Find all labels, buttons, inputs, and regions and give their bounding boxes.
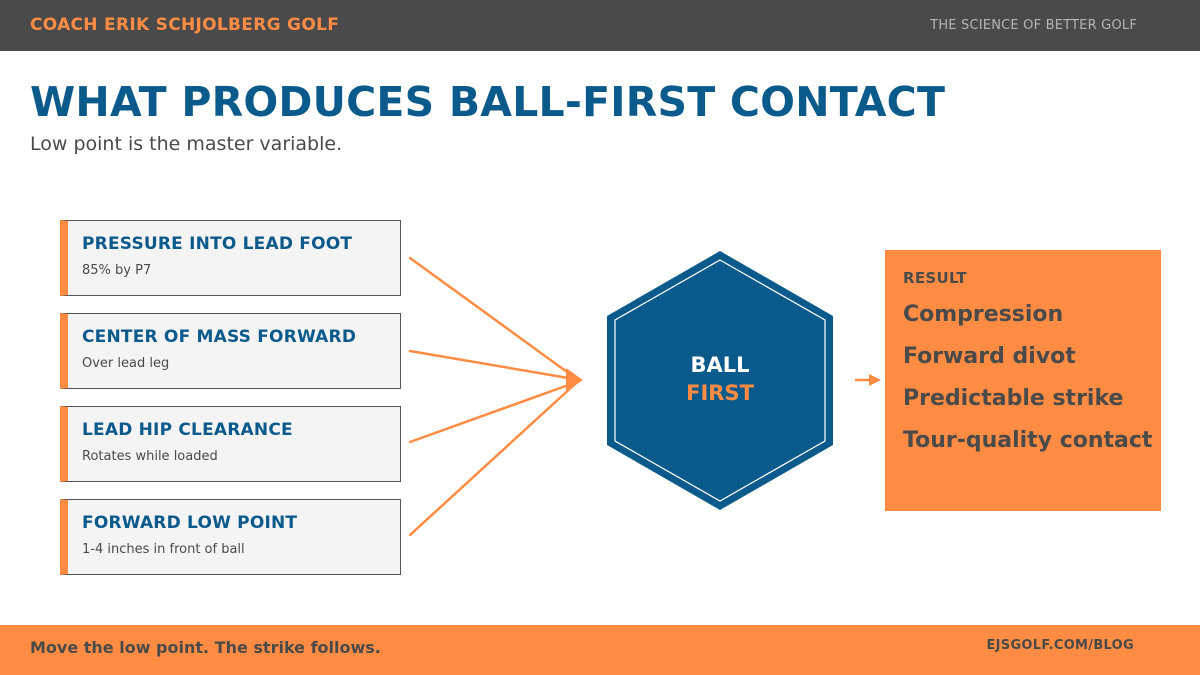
factor-detail: 1-4 inches in front of ball — [82, 542, 245, 557]
factor-card-hip-clearance: LEAD HIP CLEARANCE Rotates while loaded — [60, 406, 401, 482]
footer-message: Move the low point. The strike follows. — [30, 638, 381, 657]
factor-title: FORWARD LOW POINT — [82, 513, 298, 533]
factor-card-low-point: FORWARD LOW POINT 1-4 inches in front of… — [60, 499, 401, 575]
connector-arrow-4 — [408, 383, 576, 537]
result-list: Compression Forward divot Predictable st… — [903, 300, 1152, 468]
factor-card-pressure: PRESSURE INTO LEAD FOOT 85% by P7 — [60, 220, 401, 296]
factor-title: LEAD HIP CLEARANCE — [82, 420, 293, 440]
factor-detail: Rotates while loaded — [82, 449, 218, 464]
result-heading: RESULT — [903, 269, 967, 287]
connector-arrow-2 — [408, 349, 576, 381]
factor-title: CENTER OF MASS FORWARD — [82, 327, 357, 347]
page-title: WHAT PRODUCES BALL-FIRST CONTACT — [30, 78, 946, 126]
result-item: Compression — [903, 302, 1064, 327]
footer-blog-link[interactable]: EJSGOLF.COM/BLOG — [986, 638, 1134, 653]
brand-name: COACH ERIK SCHJOLBERG GOLF — [30, 15, 340, 35]
result-item: Tour-quality contact — [903, 428, 1153, 453]
hub-label-ball: BALL — [690, 353, 750, 377]
factor-detail: 85% by P7 — [82, 263, 152, 278]
arrow-head-hub — [566, 368, 583, 392]
result-panel: RESULT Compression Forward divot Predict… — [885, 250, 1161, 511]
factor-card-center-of-mass: CENTER OF MASS FORWARD Over lead leg — [60, 313, 401, 389]
hub-label-first: FIRST — [686, 381, 754, 405]
top-bar: COACH ERIK SCHJOLBERG GOLF THE SCIENCE O… — [0, 0, 1200, 51]
result-item: Predictable strike — [903, 386, 1124, 411]
connector-arrow-1 — [408, 256, 576, 379]
arrow-head-result — [869, 374, 881, 386]
result-item: Forward divot — [903, 344, 1076, 369]
tagline: THE SCIENCE OF BETTER GOLF — [930, 18, 1137, 33]
footer-bar: Move the low point. The strike follows. … — [0, 625, 1200, 675]
factor-detail: Over lead leg — [82, 356, 170, 371]
factor-title: PRESSURE INTO LEAD FOOT — [82, 234, 353, 254]
page-subtitle: Low point is the master variable. — [30, 133, 343, 155]
connector-arrow-3 — [408, 381, 576, 444]
